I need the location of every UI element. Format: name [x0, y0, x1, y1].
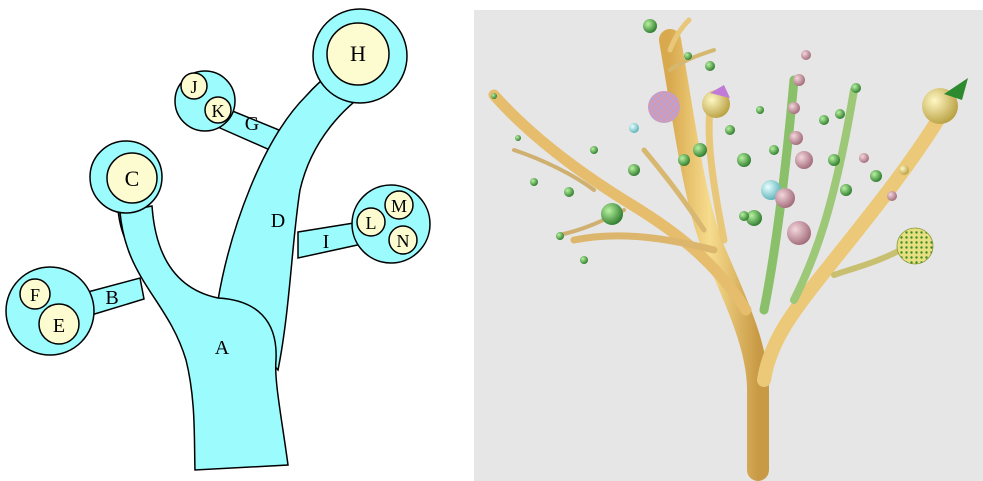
label-f: F [30, 285, 40, 305]
schematic-tree-diagram: A B C D E F G H I J K L M N [0, 0, 470, 481]
label-m: M [391, 196, 407, 216]
label-b: B [105, 287, 118, 309]
label-d: D [271, 210, 285, 232]
label-i: I [323, 231, 330, 253]
label-k: K [212, 101, 225, 121]
label-a: A [215, 337, 230, 359]
label-n: N [397, 231, 410, 251]
label-h: H [350, 41, 366, 66]
label-c: C [125, 166, 140, 191]
rendered-tree-image [474, 10, 983, 481]
label-g: G [245, 113, 259, 135]
label-e: E [53, 315, 65, 337]
label-j: J [190, 77, 197, 97]
label-l: L [366, 213, 377, 233]
